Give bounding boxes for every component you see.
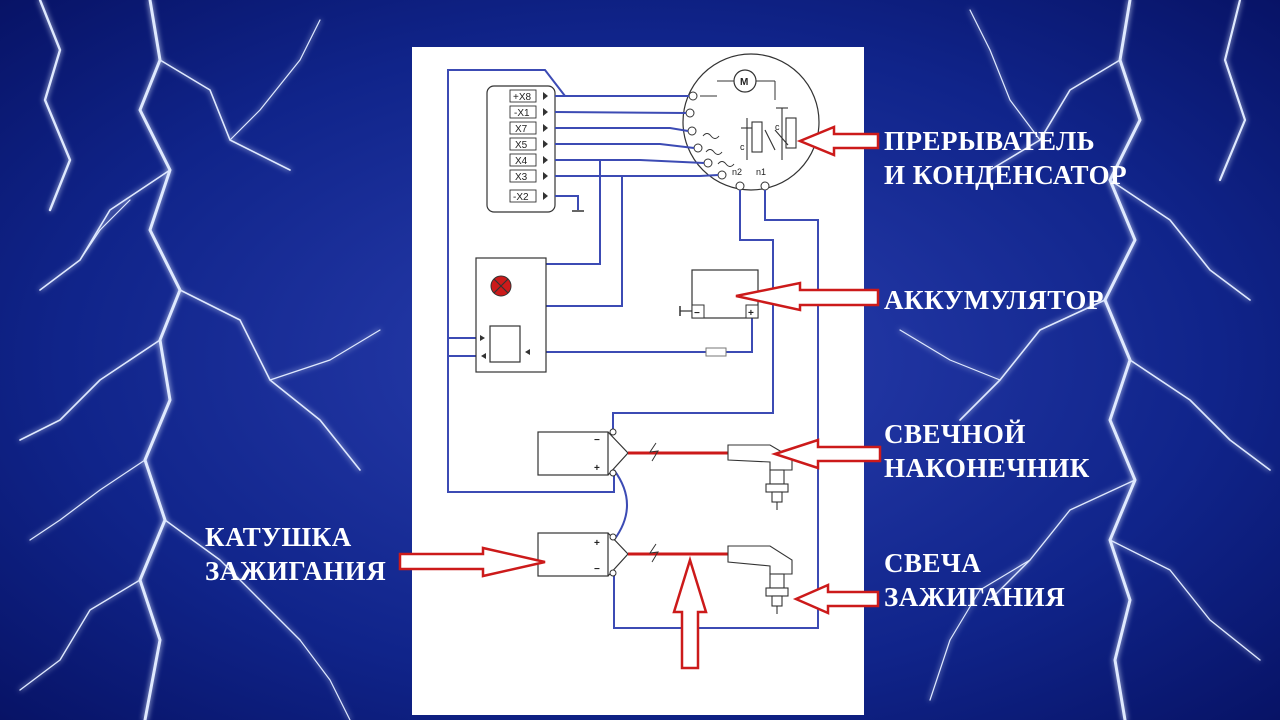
connector-terminals: +X8 -X1 X7 X5 X4 X3 -X2 (509, 89, 537, 203)
label-breaker: ПРЕРЫВАТЕЛЬ И КОНДЕНСАТОР (884, 124, 1127, 192)
wiring-diagram-panel: +X8 -X1 X7 X5 X4 X3 -X2 (412, 47, 864, 715)
spark-symbol-icon (648, 442, 659, 563)
battery-minus: − (694, 308, 700, 319)
terminal-label: X3 (515, 172, 528, 183)
terminal-label: X4 (515, 156, 528, 167)
battery-plus: + (748, 308, 754, 319)
svg-text:c: c (740, 142, 745, 152)
breaker-terminal-label: n1 (756, 167, 766, 177)
coil-minus: − (594, 564, 600, 575)
label-plug-cap: СВЕЧНОЙ НАКОНЕЧНИК (884, 417, 1090, 485)
ignition-coil-bottom: + − (537, 532, 629, 577)
breaker-terminal-label: n2 (732, 167, 742, 177)
coil-plus: + (594, 463, 600, 474)
coil-windings-icon (702, 133, 735, 167)
breaker-contacts-icon (741, 107, 797, 160)
label-hv-wire: ВЫСОКОВОЛЬТНЫЙ ПРОВОД (420, 674, 837, 704)
ignition-coil-top: − + (537, 428, 629, 477)
terminal-label: X7 (515, 124, 528, 135)
label-breaker-line1: ПРЕРЫВАТЕЛЬ (884, 126, 1096, 156)
relay-icon (489, 325, 521, 363)
label-spark-plug: СВЕЧА ЗАЖИГАНИЯ (884, 546, 1065, 614)
coil-minus: − (594, 435, 600, 446)
wiring-schematic: +X8 -X1 X7 X5 X4 X3 -X2 (447, 53, 820, 629)
label-plug-cap-line2: НАКОНЕЧНИК (884, 453, 1090, 483)
breaker-unit: M c c (682, 53, 820, 191)
label-ignition-coil: КАТУШКА ЗАЖИГАНИЯ (205, 520, 386, 588)
pin-markers (543, 92, 548, 200)
label-plug-cap-line1: СВЕЧНОЙ (884, 419, 1026, 449)
coil-plus: + (594, 538, 600, 549)
terminal-label: -X1 (514, 108, 530, 119)
low-voltage-wires (447, 69, 819, 629)
label-breaker-line2: И КОНДЕНСАТОР (884, 160, 1128, 190)
label-ignition-coil-line2: ЗАЖИГАНИЯ (205, 556, 387, 586)
spark-plug-top (727, 444, 793, 510)
battery: − + (679, 269, 759, 319)
high-voltage-wires (628, 451, 728, 556)
svg-text:c: c (775, 122, 780, 132)
terminal-label: X5 (515, 140, 528, 151)
label-battery: АККУМУЛЯТОР (884, 285, 1104, 315)
spark-plug-bottom (727, 545, 793, 614)
terminal-label: -X2 (513, 192, 529, 203)
fuse-icon (705, 347, 727, 357)
lamp-relay-box (475, 257, 547, 373)
label-spark-plug-line2: ЗАЖИГАНИЯ (884, 582, 1066, 612)
label-spark-plug-line1: СВЕЧА (884, 548, 982, 578)
terminal-label: +X8 (513, 92, 532, 103)
label-ignition-coil-line1: КАТУШКА (205, 522, 352, 552)
connector-block: +X8 -X1 X7 X5 X4 X3 -X2 (486, 85, 556, 213)
svg-text:M: M (740, 77, 748, 88)
